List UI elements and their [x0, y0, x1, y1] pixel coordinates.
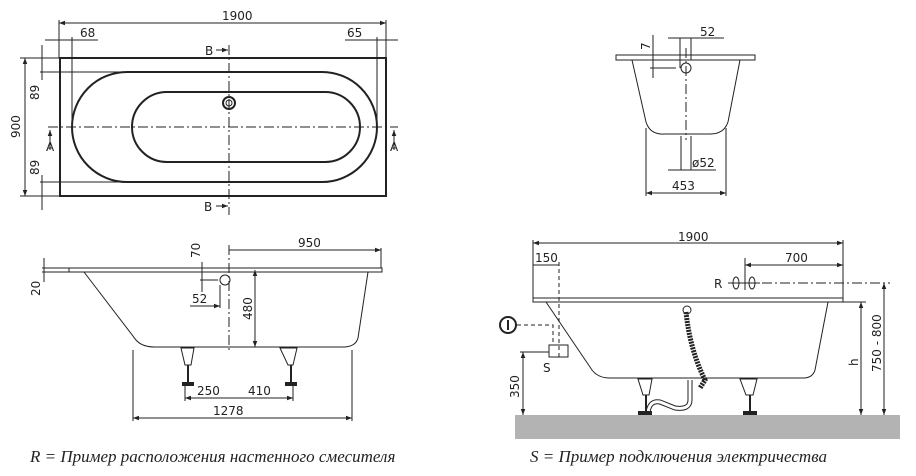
end-view: 52 7 ø52 453: [615, 25, 756, 196]
socket-label: S: [543, 361, 551, 375]
dim-total-height: 750 - 800: [870, 314, 884, 372]
dim-height: h: [847, 358, 861, 366]
section-a-right: A: [390, 140, 399, 154]
floor: [515, 415, 900, 439]
overflow-icon: [219, 274, 231, 286]
caption-r: R = Пример расположения настенного смеси…: [29, 447, 395, 466]
overflow-icon: [680, 62, 692, 74]
dim-drain-diameter: ø52: [692, 156, 715, 170]
dim-bottom-width: 453: [672, 179, 695, 193]
install-view: 1900 150 700 R S 350 h 750 - 800: [499, 230, 900, 439]
dim-height: 900: [9, 115, 23, 138]
foot-left: [180, 347, 195, 386]
caption-s: S = Пример подключения электричества: [530, 447, 827, 466]
drain-hose: [683, 311, 708, 390]
dim-depth: 480: [241, 297, 255, 320]
section-a-left: A: [46, 140, 55, 154]
drain-icon: [222, 96, 236, 110]
dim-bottom-margin: 89: [28, 160, 42, 175]
power-icon: [499, 316, 517, 334]
dim-overflow-offset: 52: [700, 25, 715, 39]
mixer-label: R: [714, 277, 722, 291]
foot-right: [279, 347, 298, 386]
dim-width: 1900: [222, 9, 253, 23]
dim-width: 1900: [678, 230, 709, 244]
dim-left-foot: 250: [197, 384, 220, 398]
side-view: 950 70 20 52 480 250 410 1278: [29, 236, 383, 421]
dim-left-offset: 68: [80, 26, 95, 40]
dim-overflow-offset: 52: [192, 292, 207, 306]
section-b-top: B: [205, 44, 213, 58]
foot-left: [637, 378, 653, 415]
dim-right-foot: 410: [248, 384, 271, 398]
dim-overflow-height: 70: [189, 243, 203, 258]
dim-overflow-drop: 7: [639, 42, 653, 50]
dim-top-margin: 89: [28, 85, 42, 100]
dim-right-offset: 65: [347, 26, 362, 40]
dim-feet-span: 1278: [213, 404, 244, 418]
top-view: 1900 68 65 900 89 89 A A B B: [9, 9, 399, 215]
socket-box: [548, 344, 569, 358]
foot-right: [739, 378, 758, 415]
dim-rim: 20: [29, 281, 43, 296]
dim-mixer-offset: 700: [785, 251, 808, 265]
dim-socket-offset: 150: [535, 251, 558, 265]
section-b-bottom: B: [204, 200, 212, 214]
dim-from-center: 950: [298, 236, 321, 250]
dim-socket-height: 350: [508, 375, 522, 398]
